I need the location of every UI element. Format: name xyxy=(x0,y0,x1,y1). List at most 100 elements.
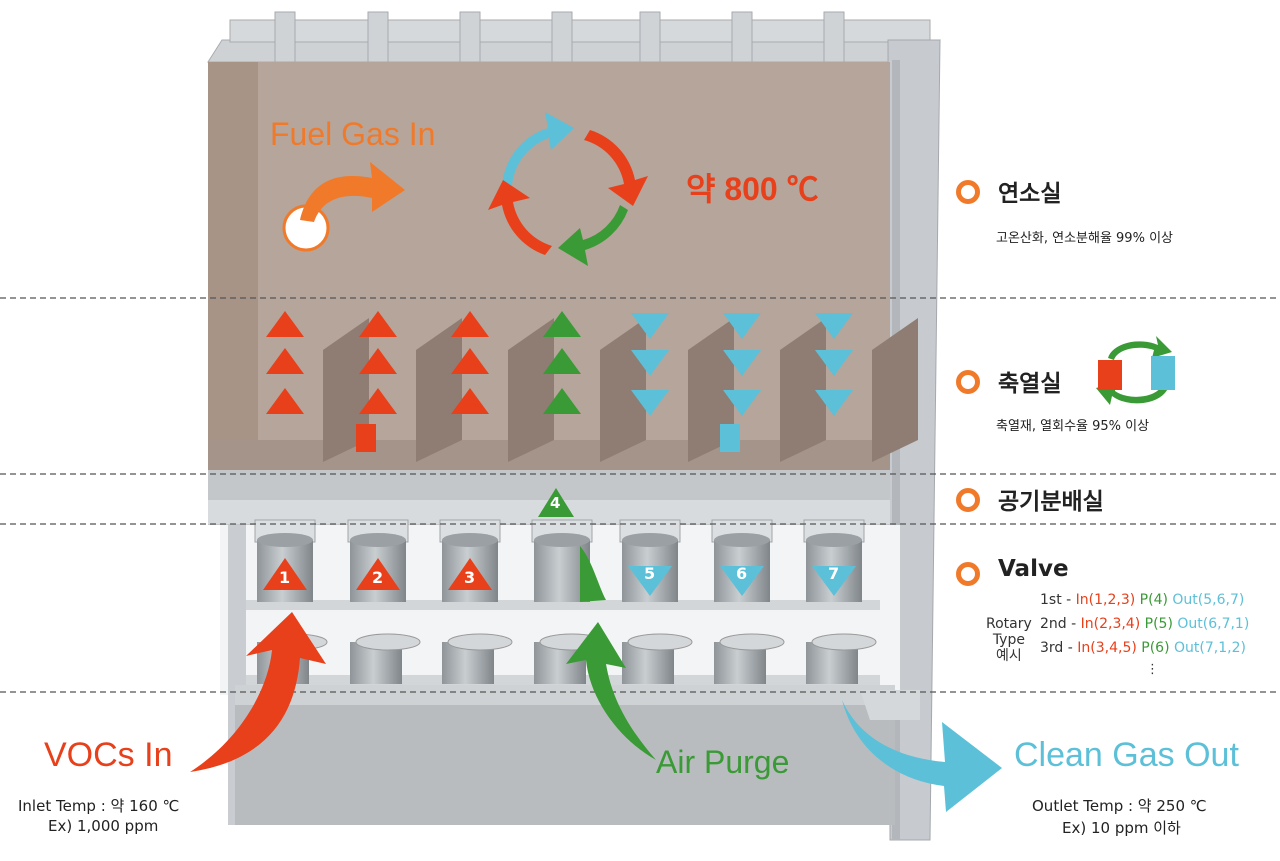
section-valve-title: Valve xyxy=(998,556,1069,582)
flow-down-arrow xyxy=(631,350,669,376)
valve-number-7: 7 xyxy=(828,564,840,583)
valve-number-5: 5 xyxy=(644,564,656,583)
purge-up-arrow xyxy=(543,388,581,414)
flow-down-arrow xyxy=(723,350,761,376)
valve-inlet-marker xyxy=(448,558,492,590)
valve-purge-marker xyxy=(580,546,606,602)
lower-pipe-top xyxy=(355,633,421,651)
flow-down-arrow xyxy=(631,390,669,416)
regeneration-legend-icon xyxy=(1096,336,1175,405)
flow-up-arrow xyxy=(266,311,304,337)
rotary-purge: P(6) xyxy=(1141,640,1170,656)
voc-in-label: VOCs In xyxy=(44,736,173,774)
valve-top xyxy=(442,533,498,547)
rotary-out: Out(7,1,2) xyxy=(1174,640,1246,656)
flow-down-arrow xyxy=(631,313,669,339)
frame-post xyxy=(274,11,296,63)
frame-post xyxy=(823,11,845,63)
rotary-ellipsis: ⋮ xyxy=(1146,662,1159,677)
partition-wall xyxy=(780,318,826,462)
outlet-temp: Outlet Temp : 약 250 ℃ xyxy=(1032,797,1207,815)
cycle-icon xyxy=(488,112,648,266)
flow-down-arrow xyxy=(815,313,853,339)
flow-down-arrow xyxy=(815,390,853,416)
rotary-out: Out(6,7,1) xyxy=(1177,616,1250,632)
flow-up-arrow xyxy=(451,388,489,414)
rotary-in: In(3,4,5) xyxy=(1077,640,1137,656)
valve-top xyxy=(806,533,862,547)
frame-post xyxy=(367,11,389,63)
purge-up-arrow xyxy=(543,348,581,374)
inlet-example: Ex) 1,000 ppm xyxy=(48,817,159,835)
outlet-example: Ex) 10 ppm 이하 xyxy=(1062,819,1181,837)
lower-pipe-top xyxy=(719,633,785,651)
flow-up-arrow xyxy=(451,311,489,337)
section-bullet-icon xyxy=(956,370,980,394)
lower-pipe-top xyxy=(447,633,513,651)
valve-number-1: 1 xyxy=(279,568,291,587)
purge-marker xyxy=(538,488,574,517)
flow-down-arrow xyxy=(723,390,761,416)
flow-up-arrow xyxy=(266,388,304,414)
valve-top xyxy=(534,533,590,547)
rotary-caption: Rotary Type 예시 xyxy=(986,616,1032,664)
rotary-row: 2nd - In(2,3,4) P(5) Out(6,7,1) xyxy=(1040,616,1250,632)
valve-outlet-marker xyxy=(628,566,672,596)
valve-inlet-marker xyxy=(356,558,400,590)
frame-post xyxy=(639,11,661,63)
rotary-row: 1st - In(1,2,3) P(4) Out(5,6,7) xyxy=(1040,592,1245,608)
regenerator-flow-arrows xyxy=(266,311,853,416)
flow-down-arrow xyxy=(723,313,761,339)
flow-up-arrow xyxy=(451,348,489,374)
partition-wall xyxy=(416,318,462,462)
valve-top xyxy=(350,533,406,547)
frame-post xyxy=(731,11,753,63)
section-combustion-title: 연소실 xyxy=(998,181,1062,207)
rotary-caption-line: 예시 xyxy=(996,648,1022,664)
flow-down-arrow xyxy=(815,350,853,376)
valve-number-6: 6 xyxy=(736,564,748,583)
air-purge-label: Air Purge xyxy=(656,744,790,780)
fuel-gas-arrow-icon xyxy=(300,162,405,222)
air-purge-arrow-icon xyxy=(566,622,656,760)
voc-inlet-arrow-icon xyxy=(190,612,326,772)
partition-wall xyxy=(872,318,918,462)
flow-up-arrow xyxy=(359,311,397,337)
valve-top xyxy=(257,533,313,547)
rotary-purge: P(5) xyxy=(1144,616,1173,632)
rotary-caption-line: Rotary xyxy=(986,616,1032,632)
valve-outlet-marker xyxy=(812,566,856,596)
flow-up-arrow xyxy=(359,348,397,374)
section-bullet-icon xyxy=(956,562,980,586)
rotary-row: 3rd - In(3,4,5) P(6) Out(7,1,2) xyxy=(1040,640,1246,656)
clean-gas-arrow-icon xyxy=(842,700,1002,812)
valve-top xyxy=(622,533,678,547)
valve-top xyxy=(714,533,770,547)
heat-block-red-icon xyxy=(356,424,376,452)
section-regenerator-title: 축열실 xyxy=(998,371,1062,397)
frame-post xyxy=(459,11,481,63)
lower-pipe-top xyxy=(627,633,693,651)
valve-inlet-marker xyxy=(263,558,307,590)
purge-up-arrow xyxy=(543,311,581,337)
bottom-duct xyxy=(235,685,895,825)
fuel-gas-label: Fuel Gas In xyxy=(270,116,436,152)
frame-post xyxy=(551,11,573,63)
flow-up-arrow xyxy=(266,348,304,374)
partition-wall xyxy=(508,318,554,462)
section-air-distribution-title: 공기분배실 xyxy=(998,489,1104,515)
rotary-step: 1st xyxy=(1040,592,1062,608)
rotary-purge: P(4) xyxy=(1139,592,1168,608)
clean-gas-out-label: Clean Gas Out xyxy=(1014,736,1239,774)
rotary-step: 3rd xyxy=(1040,640,1064,656)
rotary-in: In(2,3,4) xyxy=(1080,616,1141,632)
valve-number-4: 4 xyxy=(550,494,561,512)
section-regenerator-desc: 축열재, 열회수율 95% 이상 xyxy=(996,419,1150,434)
valve-number-3: 3 xyxy=(464,568,476,587)
lower-pipe-top xyxy=(811,633,877,651)
section-bullet-icon xyxy=(956,488,980,512)
valve-outlet-marker xyxy=(720,566,764,596)
rotary-out: Out(5,6,7) xyxy=(1172,592,1245,608)
rotary-step: 2nd xyxy=(1040,616,1067,632)
